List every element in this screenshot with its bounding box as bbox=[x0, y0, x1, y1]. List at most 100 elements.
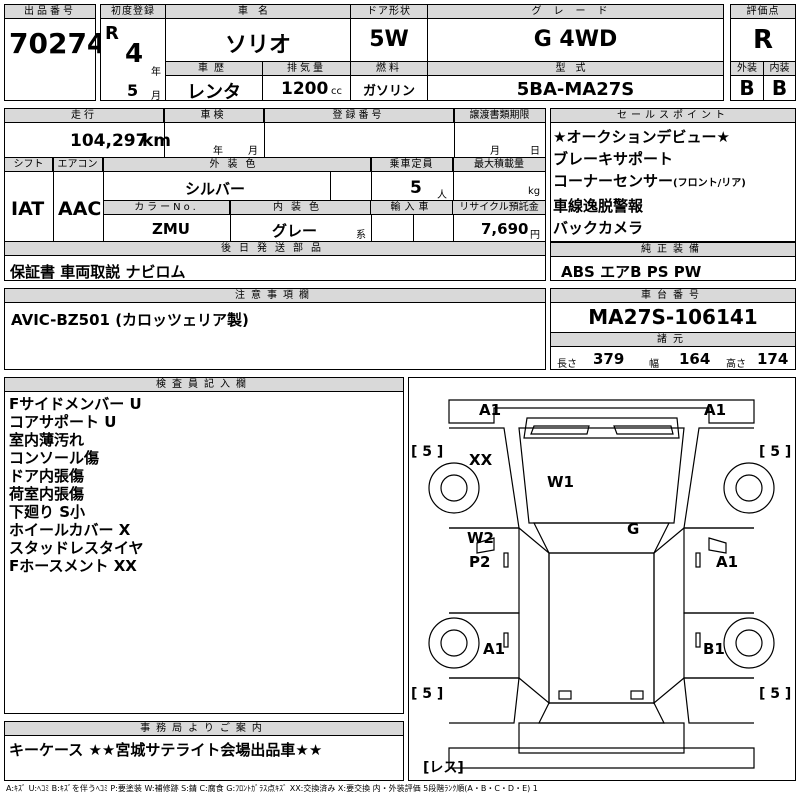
color-number: ZMU bbox=[152, 220, 190, 238]
recycle-deposit: 7,690 bbox=[481, 220, 529, 238]
mark-p2: P2 bbox=[469, 553, 490, 571]
front-right-tire-shape bbox=[723, 462, 775, 514]
mark-g: G bbox=[627, 520, 639, 538]
width-label: 幅 bbox=[649, 359, 659, 370]
model-label: 型式 bbox=[428, 62, 723, 76]
sales-point: バックカメラ bbox=[553, 219, 644, 237]
rear-hatch-outline bbox=[518, 722, 685, 754]
interior-grade-box: 内装 B bbox=[763, 61, 796, 101]
chassis-box: 車台番号 MA27S-106141 諸元 長さ 379 幅 164 高さ 174 bbox=[550, 288, 796, 370]
length-label: 長さ bbox=[557, 359, 577, 370]
exterior-color: シルバー bbox=[185, 180, 246, 198]
rear-right-tire-shape bbox=[723, 617, 775, 669]
inspector-notes: Fサイドメンバー U コアサポート U 室内薄汚れ コンソール傷 ドア内張傷 荷… bbox=[9, 395, 144, 575]
mark-rear-right: B1 bbox=[703, 640, 725, 658]
history-label: 車歴 bbox=[166, 62, 262, 76]
month-unit: 月 bbox=[151, 91, 161, 102]
score-label: 評価点 bbox=[731, 5, 795, 19]
inspector-note: 室内薄汚れ bbox=[9, 431, 85, 449]
capacity-label: 乗車定員 bbox=[371, 158, 453, 172]
max-load-label: 最大積載量 bbox=[453, 158, 545, 172]
displacement-box: 排気量 1200 cc bbox=[262, 61, 351, 101]
first-registration-box: 初度登録 R 4 年 5 月 bbox=[100, 4, 166, 102]
registration-year: 4 bbox=[125, 39, 144, 69]
displacement: 1200 bbox=[281, 79, 329, 99]
first-registration-label: 初度登録 bbox=[101, 5, 165, 19]
grade-label: グレード bbox=[428, 5, 723, 19]
office-notice-label: 事務局よりご案内 bbox=[5, 722, 403, 736]
shift-label: シフト bbox=[5, 158, 53, 172]
color-number-label: カラーNo. bbox=[104, 201, 230, 215]
mileage: 104,297 bbox=[70, 131, 148, 151]
exterior-grade-label: 外装 bbox=[731, 62, 763, 76]
equipment: ABS エアB PS PW bbox=[561, 263, 702, 281]
inspector-box: 検査員記入欄 Fサイドメンバー U コアサポート U 室内薄汚れ コンソール傷 … bbox=[4, 377, 404, 714]
mark-xx: XX bbox=[469, 451, 493, 469]
grade-box: グレード G 4WD bbox=[427, 4, 724, 62]
mark-front-right: A1 bbox=[704, 401, 726, 419]
recycle-deposit-label: リサイクル預託金 bbox=[453, 201, 545, 215]
later-parts-label: 後日発送部品 bbox=[5, 242, 545, 256]
inspector-label: 検査員記入欄 bbox=[5, 378, 403, 392]
tire-front-left: [ 5 ] bbox=[411, 444, 443, 460]
aircon-label: エアコン bbox=[53, 158, 103, 172]
inspection-label: 車検 bbox=[164, 109, 264, 123]
interior-color-label: 内装色 bbox=[230, 201, 371, 215]
inspector-note: コンソール傷 bbox=[9, 449, 100, 467]
later-parts: 保証書 車両取説 ナビロム bbox=[10, 263, 186, 281]
windshield-outline bbox=[533, 522, 670, 554]
corner-sensor-suffix: (フロント/リア) bbox=[673, 178, 746, 189]
fuel-label: 燃料 bbox=[351, 62, 427, 76]
door-shape: 5W bbox=[369, 27, 409, 52]
capacity: 5 bbox=[410, 178, 422, 198]
inspector-note: スタッドレスタイヤ bbox=[9, 539, 144, 557]
car-name-box: 車名 ソリオ bbox=[165, 4, 351, 62]
front-bumper-outline bbox=[448, 399, 755, 424]
length: 379 bbox=[593, 350, 625, 368]
office-notice: キーケース ★★宮城サテライト会場出品車★★ bbox=[9, 741, 323, 759]
transfer-month-unit: 月 bbox=[490, 146, 500, 157]
inspector-note: コアサポート U bbox=[9, 413, 117, 431]
lot-number-label: 出品番号 bbox=[5, 5, 95, 19]
recycle-unit: 円 bbox=[530, 230, 540, 241]
car-diagram: A1 A1 XX W1 G W2 P2 A1 A1 B1 [ 5 ] [ 5 ]… bbox=[411, 399, 791, 776]
transfer-day-unit: 日 bbox=[530, 146, 540, 157]
exterior-color-label: 外装色 bbox=[103, 158, 371, 172]
inspector-note: ドア内張傷 bbox=[9, 467, 85, 485]
equipment-box: 純正装備 ABS エアB PS PW bbox=[550, 242, 796, 281]
displacement-unit: cc bbox=[331, 86, 342, 97]
import-label: 輸入車 bbox=[371, 201, 453, 215]
door-shape-label: ドア形状 bbox=[351, 5, 427, 19]
front-left-tire-shape bbox=[428, 462, 480, 514]
chassis-number: MA27S-106141 bbox=[588, 305, 758, 329]
height: 174 bbox=[757, 350, 789, 368]
mileage-label: 走行 bbox=[5, 109, 164, 123]
car-name: ソリオ bbox=[224, 33, 291, 58]
score: R bbox=[752, 25, 774, 55]
registration-month: 5 bbox=[127, 81, 139, 100]
model: 5BA-MA27S bbox=[516, 79, 635, 100]
rear-glass-outline bbox=[538, 702, 665, 724]
rear-right-fender-outline bbox=[683, 677, 754, 724]
caution: AVIC-BZ501 (カロッツェリア製) bbox=[11, 311, 249, 329]
caution-box: 注意事項欄 AVIC-BZ501 (カロッツェリア製) bbox=[4, 288, 546, 370]
inspection-year-unit: 年 bbox=[213, 146, 223, 157]
inspector-note: ホイールカバー X bbox=[9, 521, 131, 539]
score-box: 評価点 R bbox=[730, 4, 796, 62]
tire-spare: [レス] bbox=[423, 760, 464, 776]
mark-w1: W1 bbox=[547, 473, 574, 491]
damage-legend: A:ｷｽﾞ U:ﾍｺﾐ B:ｷｽﾞを伴うﾍｺﾐ P:要塗装 W:補修跡 S:錆 … bbox=[6, 784, 538, 793]
fuel: ガソリン bbox=[362, 84, 415, 99]
fuel-box: 燃料 ガソリン bbox=[350, 61, 428, 101]
sales-point: コーナーセンサー(フロント/リア) bbox=[553, 172, 746, 190]
interior-grade-label: 内装 bbox=[764, 62, 795, 76]
sales-points-list: ★オークションデビュー★ ブレーキサポート コーナーセンサー(フロント/リア) … bbox=[553, 126, 746, 239]
sales-point: ★オークションデビュー★ bbox=[553, 128, 730, 146]
tire-rear-left: [ 5 ] bbox=[411, 686, 443, 702]
displacement-label: 排気量 bbox=[263, 62, 350, 76]
registration-number-label: 登録番号 bbox=[264, 109, 454, 123]
sales-points-label: セールスポイント bbox=[551, 109, 795, 123]
damage-diagram-box: A1 A1 XX W1 G W2 P2 A1 A1 B1 [ 5 ] [ 5 ]… bbox=[408, 377, 796, 781]
exterior-grade-box: 外装 B bbox=[730, 61, 764, 101]
office-notice-box: 事務局よりご案内 キーケース ★★宮城サテライト会場出品車★★ bbox=[4, 721, 404, 781]
